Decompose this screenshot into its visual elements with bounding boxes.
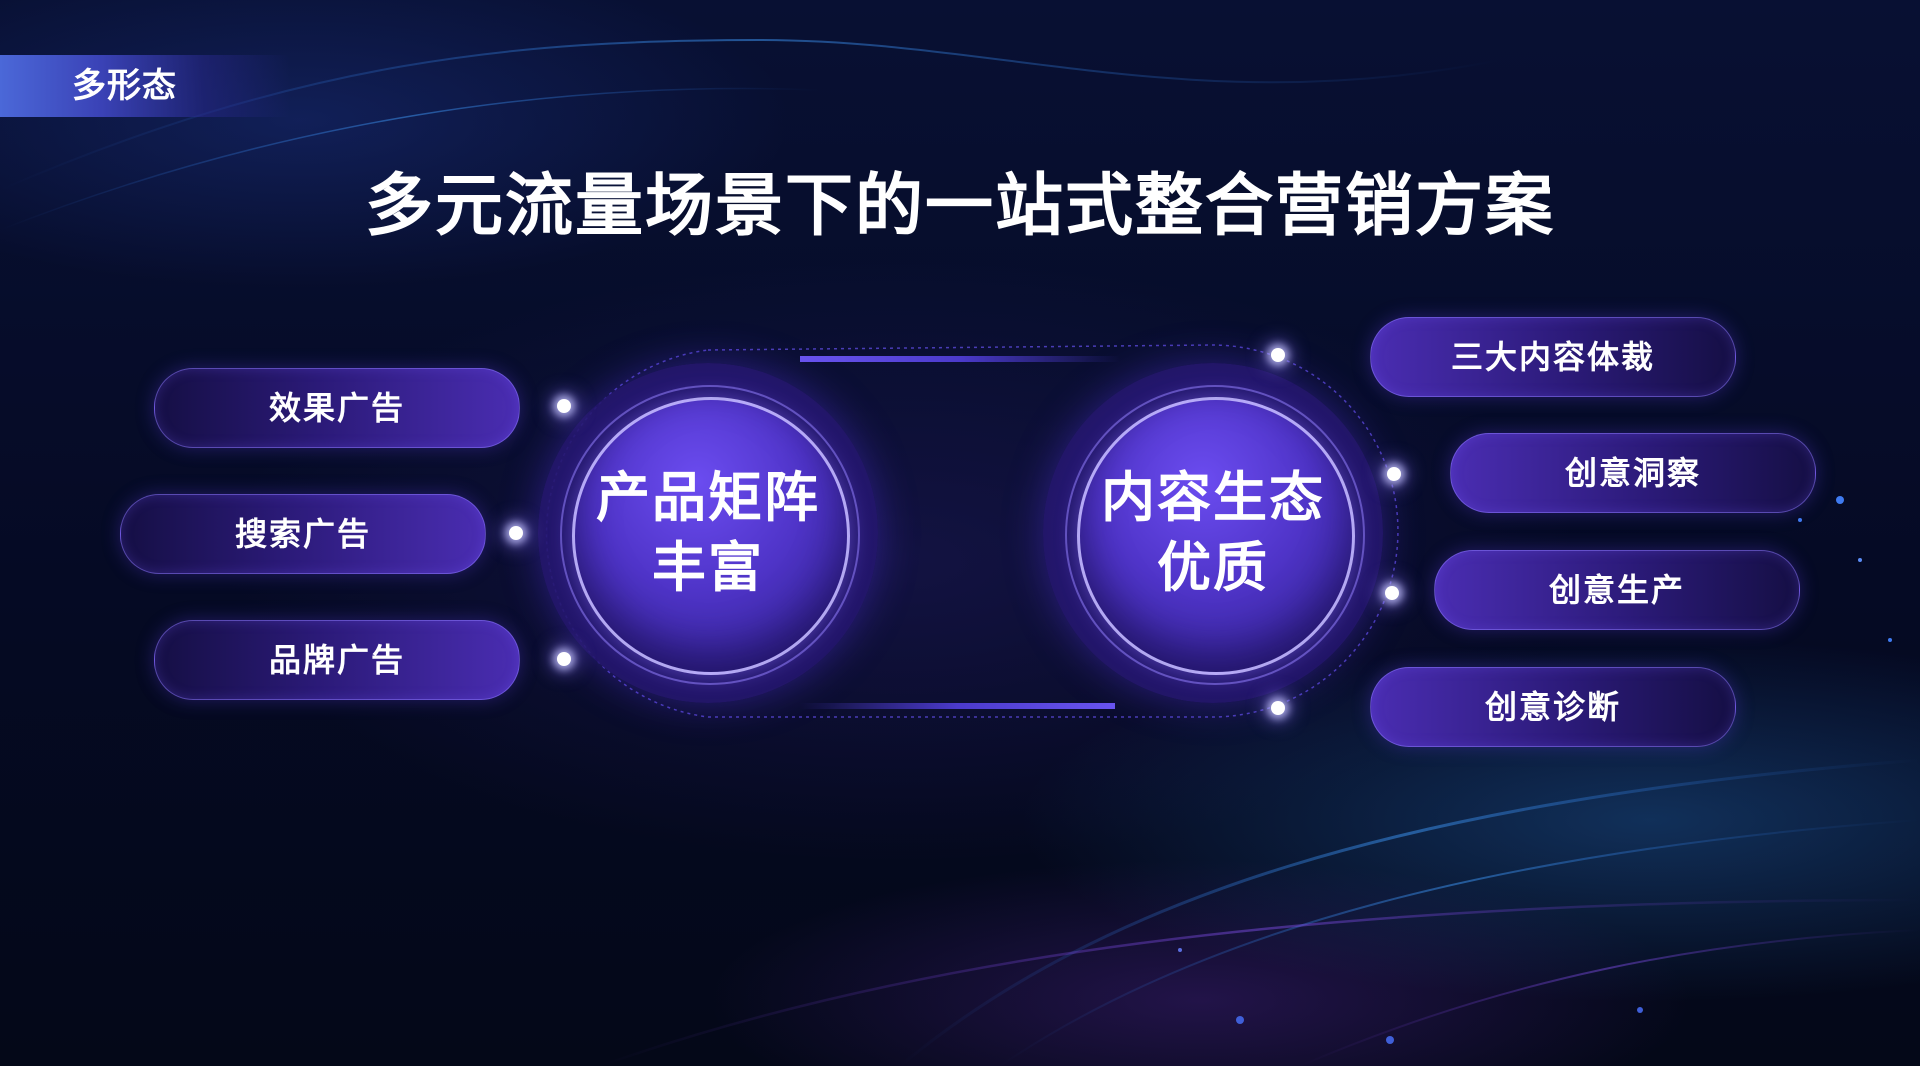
- right-item-creative-diagnosis: 创意诊断: [1370, 667, 1736, 747]
- glow-dot: [1387, 467, 1401, 481]
- left-hub: 产品矩阵 丰富: [538, 363, 878, 703]
- left-hub-line-1: 产品矩阵: [596, 466, 820, 529]
- bottom-connector-bar: [800, 703, 1115, 709]
- glow-dot: [1385, 586, 1399, 600]
- right-hub-line-1: 内容生态: [1101, 466, 1325, 529]
- glow-dot: [1271, 701, 1285, 715]
- left-hub-core: [572, 397, 850, 675]
- section-tag: 多形态: [0, 55, 290, 117]
- right-hub-core: [1077, 397, 1355, 675]
- right-item-creative-insight: 创意洞察: [1450, 433, 1816, 513]
- glow-dot: [557, 652, 571, 666]
- left-item-brand-ads: 品牌广告: [154, 620, 520, 700]
- glow-dot: [1271, 348, 1285, 362]
- right-item-creative-production: 创意生产: [1434, 550, 1800, 630]
- page-title: 多元流量场景下的一站式整合营销方案: [364, 167, 1555, 246]
- left-item-search-ads: 搜索广告: [120, 494, 486, 574]
- glow-dot: [557, 399, 571, 413]
- right-hub-label: 内容生态 优质: [1077, 397, 1349, 669]
- right-item-content-formats: 三大内容体裁: [1370, 317, 1736, 397]
- glow-dot: [509, 526, 523, 540]
- section-tag-label: 多形态: [72, 66, 177, 106]
- left-hub-line-2: 丰富: [652, 536, 764, 599]
- top-connector-bar: [800, 356, 1120, 362]
- right-hub-line-2: 优质: [1157, 536, 1269, 599]
- right-hub: 内容生态 优质: [1043, 363, 1383, 703]
- left-hub-label: 产品矩阵 丰富: [572, 397, 844, 669]
- left-item-effect-ads: 效果广告: [154, 368, 520, 448]
